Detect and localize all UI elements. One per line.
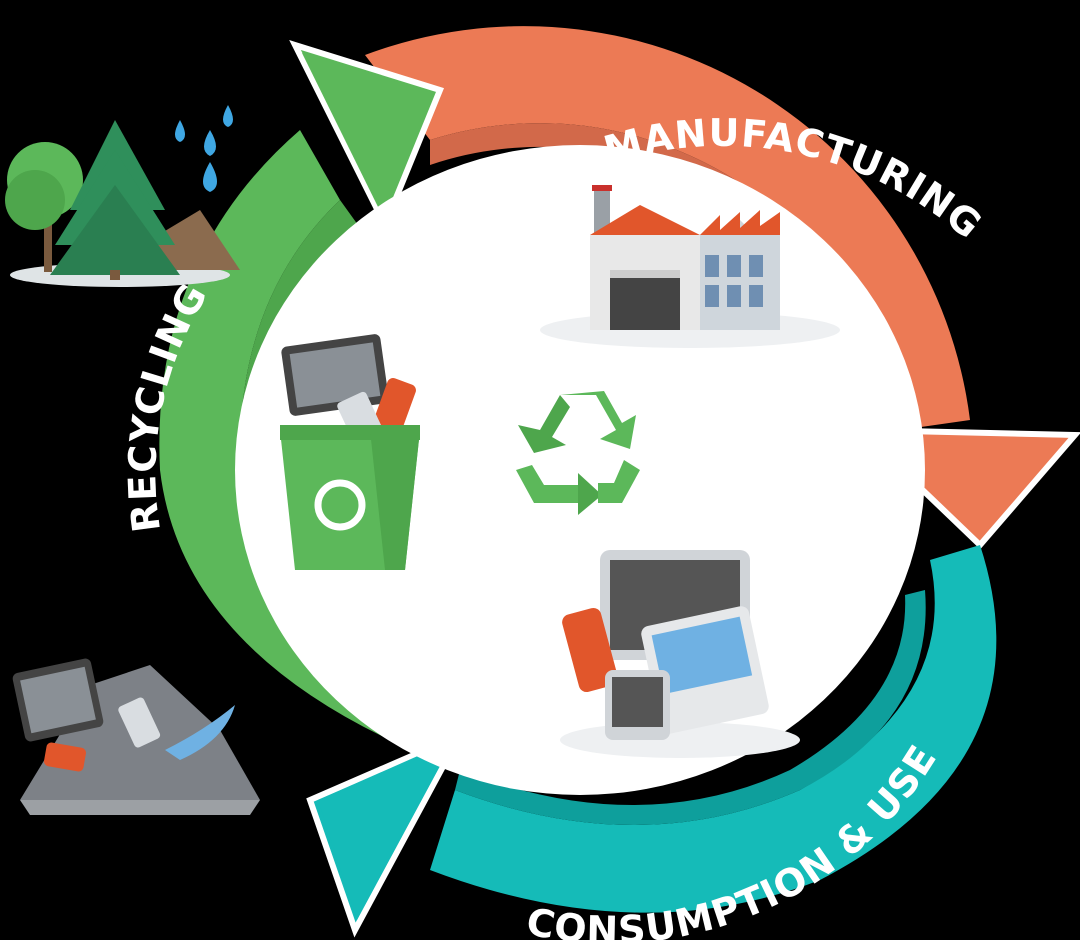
factory-icon bbox=[540, 185, 840, 348]
trees-and-water-icon bbox=[5, 105, 240, 287]
recycle-symbol-icon bbox=[516, 391, 640, 515]
devices-icon bbox=[560, 550, 800, 758]
waste-pile-icon bbox=[12, 658, 260, 815]
recycle-bin-icon bbox=[280, 334, 420, 570]
consumption-arc bbox=[306, 545, 997, 938]
